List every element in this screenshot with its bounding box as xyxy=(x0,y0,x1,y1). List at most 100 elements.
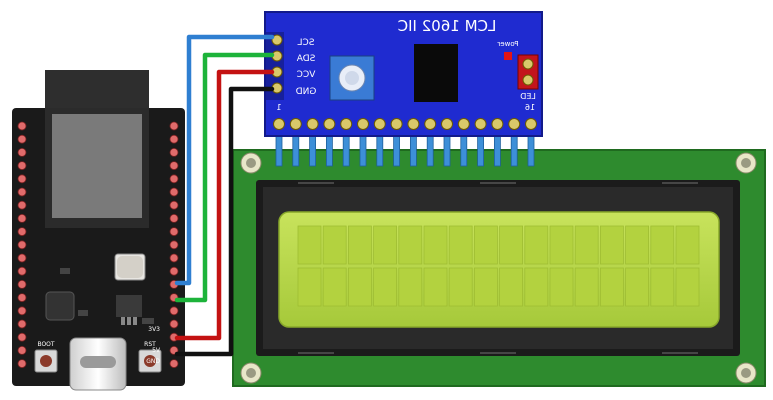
power-led-label: Power xyxy=(497,40,518,48)
board-pin-left xyxy=(17,134,27,144)
potentiometer xyxy=(329,55,375,101)
i2c-module-pcb xyxy=(264,11,543,137)
module-pad xyxy=(273,118,285,130)
board-pin-left xyxy=(17,293,27,303)
usb-uart-chip xyxy=(45,291,75,321)
module-pin-last: 16 xyxy=(525,103,535,112)
lcd-char-cell xyxy=(625,267,649,307)
board-pin-right xyxy=(169,147,179,157)
lcd-char-cell xyxy=(499,267,524,307)
module-pin-label-vcc: VCC xyxy=(297,70,316,80)
lcd-char-cell xyxy=(524,225,549,265)
i2c-module-title: LCM 1602 IIC xyxy=(398,17,497,35)
lcd-char-cell xyxy=(473,225,498,265)
board-pin-right xyxy=(169,134,179,144)
board-pin-right xyxy=(169,319,179,329)
module-pad xyxy=(491,118,504,130)
board-header-pins xyxy=(17,121,179,369)
board-pin-left xyxy=(17,359,27,369)
lcd-char-cell xyxy=(398,225,423,265)
lcd-char-cell xyxy=(499,225,524,265)
lcd-char-cell xyxy=(398,267,423,307)
lcd-char-cell xyxy=(297,225,322,265)
board-pin-right xyxy=(169,121,179,131)
lcd-char-cell xyxy=(448,225,473,265)
module-pad xyxy=(340,118,353,130)
lcd-char-cell xyxy=(373,225,398,265)
lcd-char-cell xyxy=(675,267,700,307)
board-pin-right xyxy=(169,266,179,276)
board-pin-left xyxy=(17,213,27,223)
lcd-char-cell xyxy=(574,267,599,307)
lcd-char-cell xyxy=(650,225,675,265)
wires xyxy=(174,34,275,357)
board-pin-left xyxy=(17,319,27,329)
module-pad xyxy=(357,118,369,130)
wire-gnd xyxy=(174,86,275,357)
lcd-char-cell xyxy=(549,225,574,265)
i2c-module: LCM 1602 IIC SCL SDA VCC GND Power xyxy=(264,11,543,137)
lcd-header-pins xyxy=(275,121,535,167)
lcd-char-cell xyxy=(600,267,624,307)
board-pin-left xyxy=(17,253,27,263)
lcd-char-cell xyxy=(675,225,700,265)
wire-sda xyxy=(174,52,275,303)
lcd-display xyxy=(232,149,766,387)
board-pin-left xyxy=(17,240,27,250)
boot-button[interactable] xyxy=(34,349,58,373)
lcd-char-cell xyxy=(423,225,448,265)
lcd-char-cell xyxy=(524,267,549,307)
rst-button[interactable] xyxy=(138,349,162,373)
board-pin-left xyxy=(17,266,27,276)
board-pin-right xyxy=(169,240,179,250)
board-pin-left xyxy=(17,161,27,171)
board-pin-right xyxy=(169,253,179,263)
board-pin-right xyxy=(169,187,179,197)
lcd-char-cell xyxy=(347,225,372,265)
board-pin-label-3v3: 3V3 xyxy=(148,326,160,333)
module-bottom-pads xyxy=(273,118,537,130)
lcd-char-cell xyxy=(423,267,448,307)
wire-vcc xyxy=(174,69,275,341)
lcd-char-cell xyxy=(448,267,473,307)
voltage-regulator xyxy=(116,295,142,317)
wifi-module-can xyxy=(52,114,142,218)
power-led xyxy=(504,52,512,60)
board-pin-left xyxy=(17,187,27,197)
lcd-char-cell xyxy=(600,225,624,265)
board-pin-left xyxy=(17,147,27,157)
module-pad xyxy=(424,118,437,130)
lcd-char-cell xyxy=(574,225,599,265)
module-pad xyxy=(390,118,403,130)
lcd-char-cell xyxy=(625,225,649,265)
module-pin-label-gnd: GND xyxy=(296,87,317,97)
board-pin-left xyxy=(17,174,27,184)
module-pad xyxy=(474,118,487,130)
module-pad xyxy=(457,118,470,130)
board-pin-right xyxy=(169,227,179,237)
board-pin-right xyxy=(169,306,179,316)
board-pin-left xyxy=(17,121,27,131)
module-pin-first: 1 xyxy=(276,103,281,112)
board-pin-right xyxy=(169,161,179,171)
module-pin-label-sda: SDA xyxy=(296,54,315,64)
lcd-char-cell xyxy=(373,267,398,307)
boot-button-label: BOOT xyxy=(37,341,54,348)
lcd-mounting-holes xyxy=(240,152,757,384)
module-header-pads xyxy=(266,32,284,100)
lcd-char-cell xyxy=(322,225,347,265)
board-pin-left xyxy=(17,200,27,210)
lcd-char-cell xyxy=(297,267,322,307)
board-pin-label-5v: 5V xyxy=(152,347,161,354)
lcd-char-cell xyxy=(322,267,347,307)
module-pad xyxy=(306,118,319,130)
lcd-char-cell xyxy=(347,267,372,307)
board-pin-right xyxy=(169,359,179,369)
pcf8574-chip xyxy=(414,44,458,102)
lcd-char-cell xyxy=(473,267,498,307)
rst-button-label: RST xyxy=(144,341,156,348)
lcd-char-cell xyxy=(549,267,574,307)
wire-scl xyxy=(174,34,275,286)
esp32-board: BOOT RST 3V3 5V GND xyxy=(12,70,185,391)
